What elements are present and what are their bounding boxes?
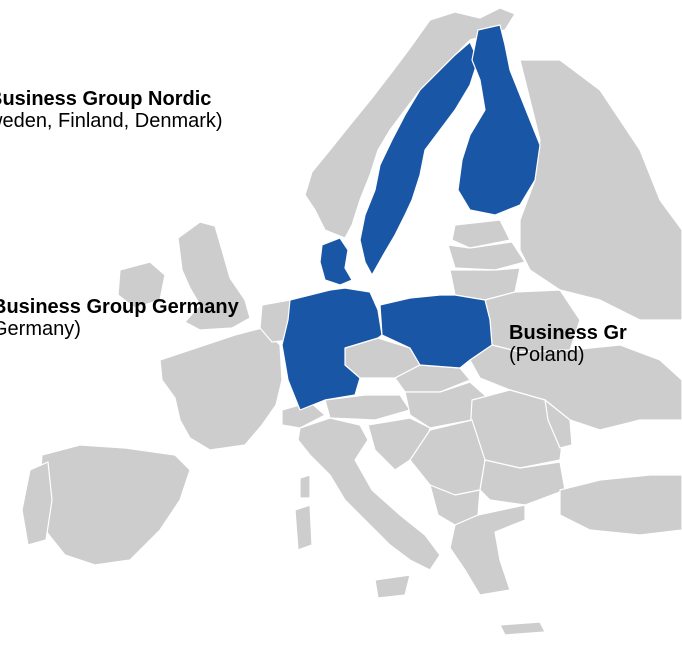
region-countries-nordic: weden, Finland, Denmark)	[0, 110, 223, 132]
country-finland[interactable]	[457, 24, 541, 216]
country-denmark[interactable]	[319, 237, 353, 286]
country-ukraine[interactable]	[469, 344, 682, 431]
region-countries-poland: (Poland)	[509, 344, 585, 366]
island-sardinia[interactable]	[294, 504, 313, 551]
region-countries-germany: Germany)	[0, 318, 81, 340]
country-portugal[interactable]	[21, 461, 53, 546]
land-grey	[21, 7, 682, 636]
country-estonia[interactable]	[451, 219, 511, 249]
island-crete[interactable]	[499, 621, 546, 636]
region-title-nordic: Business Group Nordic	[0, 88, 212, 110]
country-turkey[interactable]	[559, 474, 682, 536]
country-latvia[interactable]	[447, 241, 526, 271]
country-austria[interactable]	[324, 394, 411, 421]
country-norway[interactable]	[304, 7, 516, 239]
region-title-germany: Business Group Germany	[0, 296, 239, 318]
country-spain[interactable]	[39, 444, 191, 566]
country-russia-north[interactable]	[519, 59, 682, 321]
country-germany[interactable]	[281, 287, 383, 411]
country-france[interactable]	[159, 327, 283, 451]
country-greece[interactable]	[449, 504, 526, 596]
country-moldova[interactable]	[544, 399, 573, 449]
country-italy[interactable]	[297, 417, 441, 571]
country-united-kingdom[interactable]	[177, 221, 251, 331]
country-bulgaria[interactable]	[479, 459, 566, 506]
region-title-poland: Business Gr	[509, 322, 627, 344]
label-business-group-germany: Business Group Germany Germany)	[0, 296, 239, 340]
country-ireland[interactable]	[117, 261, 166, 309]
island-corsica[interactable]	[299, 474, 311, 499]
country-sweden[interactable]	[359, 41, 479, 276]
label-business-group-poland: Business Gr (Poland)	[509, 322, 627, 366]
island-sicily[interactable]	[374, 574, 411, 599]
land-highlight	[281, 24, 541, 411]
label-business-group-nordic: Business Group Nordic weden, Finland, De…	[0, 88, 223, 132]
country-poland[interactable]	[379, 294, 493, 369]
